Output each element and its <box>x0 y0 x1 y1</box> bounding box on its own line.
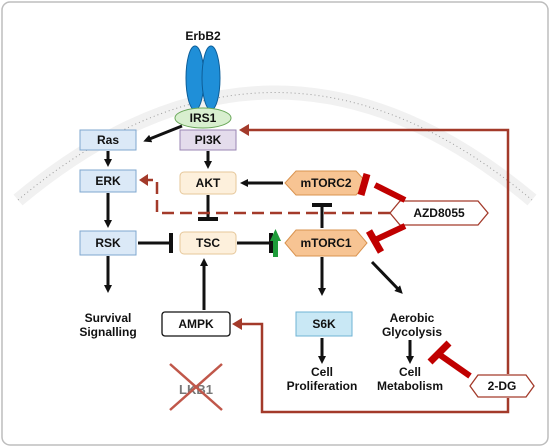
two-dg-node <box>469 374 535 398</box>
metabolism-label-2: Metabolism <box>377 379 443 393</box>
survival-label-1: Survival <box>85 311 132 325</box>
ras-node <box>79 129 137 151</box>
akt-label: AKT <box>196 176 221 190</box>
azd8055-to-erk-dashed <box>139 174 390 215</box>
proliferation-label-1: Cell <box>311 365 333 379</box>
mtorc1-to-glycolysis-arrow <box>370 260 403 294</box>
pi3k-label: PI3K <box>195 133 222 147</box>
mtorc1-label: mTORC1 <box>300 236 351 250</box>
mtorc1-node <box>284 229 368 257</box>
two-dg-label: 2-DG <box>488 379 517 393</box>
aerobic-label-2: Glycolysis <box>382 325 442 339</box>
rsk-node <box>79 230 137 256</box>
two-dg-inhibits-glycolysis <box>427 340 472 379</box>
tsc-node <box>179 231 237 255</box>
azd8055-node <box>389 200 489 226</box>
azd8055-inhibitions <box>357 173 407 254</box>
pi3k-node <box>179 129 237 151</box>
aerobic-label-1: Aerobic <box>390 311 435 325</box>
lkb1-label: LKB1 <box>179 382 213 397</box>
erbb2-receptor <box>185 45 221 111</box>
two-dg-feedback-lines <box>232 124 510 414</box>
s6k-label: S6K <box>312 317 336 331</box>
azd8055-label: AZD8055 <box>413 206 465 220</box>
ampk-label: AMPK <box>178 317 214 331</box>
green-activation-arrow <box>270 229 281 257</box>
akt-node <box>179 171 237 195</box>
mtorc2-label: mTORC2 <box>300 176 351 190</box>
erk-label: ERK <box>95 174 121 188</box>
s6k-node <box>295 311 353 337</box>
activation-arrows <box>104 124 414 364</box>
tsc-label: TSC <box>196 236 220 250</box>
rsk-label: RSK <box>95 236 121 250</box>
irs1-node <box>174 107 232 129</box>
ras-label: Ras <box>97 133 119 147</box>
erk-node <box>79 169 137 193</box>
metabolism-label-1: Cell <box>399 365 421 379</box>
proliferation-label-2: Proliferation <box>287 379 358 393</box>
ampk-node <box>161 311 231 337</box>
erbb2-label: ErbB2 <box>185 29 221 43</box>
survival-label-2: Signalling <box>79 325 136 339</box>
lkb1-cross <box>169 363 223 411</box>
irs1-label: IRS1 <box>190 111 217 125</box>
irs1-to-ras-arrow <box>143 124 183 143</box>
inhibition-lines <box>138 195 332 253</box>
